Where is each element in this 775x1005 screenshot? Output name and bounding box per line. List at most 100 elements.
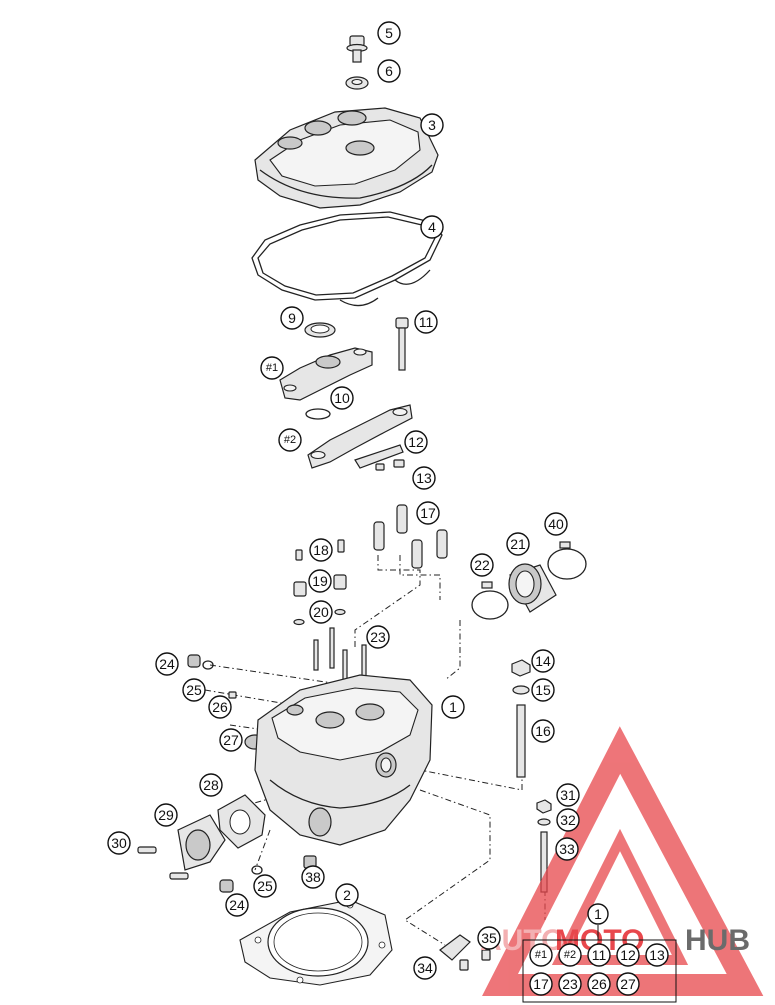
- svg-text:26: 26: [212, 699, 228, 715]
- svg-text:5: 5: [385, 25, 393, 41]
- svg-text:32: 32: [560, 812, 576, 828]
- callout-6: 6: [377, 59, 401, 83]
- svg-text:10: 10: [334, 390, 350, 406]
- part-23-studs: [313, 627, 367, 686]
- svg-text:17: 17: [420, 505, 436, 521]
- svg-text:#2: #2: [284, 434, 296, 446]
- svg-text:17: 17: [533, 976, 549, 992]
- callout-21: 21: [506, 532, 530, 556]
- svg-text:38: 38: [305, 869, 321, 885]
- svg-text:16: 16: [535, 723, 551, 739]
- callout-40: 40: [544, 512, 568, 536]
- svg-text:1: 1: [449, 699, 457, 715]
- kit-callout-hash-1: #1: [529, 943, 553, 967]
- callout-19: 19: [308, 569, 332, 593]
- svg-text:13: 13: [416, 470, 432, 486]
- part-17-valve-guides: [373, 504, 448, 569]
- callout-16: 16: [531, 719, 555, 743]
- callout-17: 17: [416, 501, 440, 525]
- part-25-o-ring-top: [202, 660, 214, 670]
- part-28-flange: [217, 794, 266, 849]
- part-13-screws: [375, 459, 405, 471]
- part-25-o-ring-bottom: [251, 865, 263, 875]
- callout-5: 5: [377, 21, 401, 45]
- callout-hash-1: #1: [260, 356, 284, 380]
- svg-text:14: 14: [535, 653, 551, 669]
- callout-24-bottom: 24: [225, 893, 249, 917]
- kit-box: [522, 925, 677, 1003]
- kit-callout-hash-2: #2: [558, 943, 582, 967]
- kit-callout-27: 27: [616, 972, 640, 996]
- svg-text:25: 25: [186, 682, 202, 698]
- part-9-o-ring: [304, 322, 336, 338]
- svg-text:13: 13: [649, 947, 665, 963]
- kit-callout-26: 26: [587, 972, 611, 996]
- part-21-intake-manifold: [508, 563, 557, 613]
- callout-23: 23: [366, 625, 390, 649]
- svg-text:28: 28: [203, 777, 219, 793]
- svg-text:11: 11: [592, 947, 607, 963]
- callout-25-bottom: 25: [253, 874, 277, 898]
- svg-text:#2: #2: [564, 949, 576, 961]
- part-2-head-gasket: [239, 899, 393, 986]
- callout-29: 29: [154, 803, 178, 827]
- callout-35: 35: [477, 926, 501, 950]
- part-11-bolt: [395, 317, 409, 371]
- callout-15: 15: [531, 678, 555, 702]
- part-15-washer: [512, 685, 530, 695]
- part-32-washer: [537, 818, 551, 826]
- callout-2: 2: [335, 883, 359, 907]
- callout-kit-1: 1: [587, 903, 609, 925]
- svg-text:30: 30: [111, 835, 127, 851]
- kit-callout-11: 11: [587, 943, 611, 967]
- svg-text:12: 12: [408, 434, 424, 450]
- svg-text:35: 35: [481, 930, 497, 946]
- callout-32: 32: [556, 808, 580, 832]
- callout-22: 22: [470, 553, 494, 577]
- part-1-cylinder-head: [254, 674, 433, 846]
- part-22-clamp: [471, 581, 509, 620]
- callout-11: 11: [414, 310, 438, 334]
- part-24-plug-top: [187, 654, 201, 668]
- watermark-text-hub: HUB: [685, 924, 750, 957]
- svg-text:27: 27: [620, 976, 636, 992]
- part-5-bolt: [346, 35, 368, 63]
- svg-text:19: 19: [312, 573, 328, 589]
- svg-text:24: 24: [159, 656, 175, 672]
- callout-31: 31: [556, 783, 580, 807]
- svg-text:18: 18: [313, 542, 329, 558]
- callout-30: 30: [107, 831, 131, 855]
- callout-hash-2: #2: [278, 428, 302, 452]
- svg-text:9: 9: [288, 310, 296, 326]
- svg-text:2: 2: [343, 887, 351, 903]
- svg-text:11: 11: [419, 314, 434, 330]
- part-20-washers: [293, 608, 346, 626]
- callout-3: 3: [420, 113, 444, 137]
- callout-38: 38: [301, 865, 325, 889]
- callout-34: 34: [413, 956, 437, 980]
- callout-14: 14: [531, 649, 555, 673]
- part-1-cam-bridge: [279, 347, 373, 401]
- part-6-washer: [345, 76, 369, 90]
- svg-text:#1: #1: [535, 949, 547, 961]
- part-3-valve-cover: [254, 107, 439, 209]
- svg-text:3: 3: [428, 117, 436, 133]
- svg-text:40: 40: [548, 516, 564, 532]
- callout-9: 9: [280, 306, 304, 330]
- part-14-nut: [511, 659, 531, 677]
- part-4-gasket: [251, 211, 443, 307]
- kit-callout-13: 13: [645, 943, 669, 967]
- part-12-plate: [354, 444, 404, 469]
- callout-25-top: 25: [182, 678, 206, 702]
- kit-callout-17: 17: [529, 972, 553, 996]
- part-31-nut: [536, 799, 552, 814]
- part-29-exhaust-flange: [177, 814, 226, 871]
- svg-text:22: 22: [474, 557, 490, 573]
- callout-1: 1: [441, 695, 465, 719]
- kit-callout-23: 23: [558, 972, 582, 996]
- svg-text:29: 29: [158, 807, 174, 823]
- svg-text:23: 23: [370, 629, 386, 645]
- callout-18: 18: [309, 538, 333, 562]
- callout-33: 33: [555, 837, 579, 861]
- svg-text:20: 20: [313, 604, 329, 620]
